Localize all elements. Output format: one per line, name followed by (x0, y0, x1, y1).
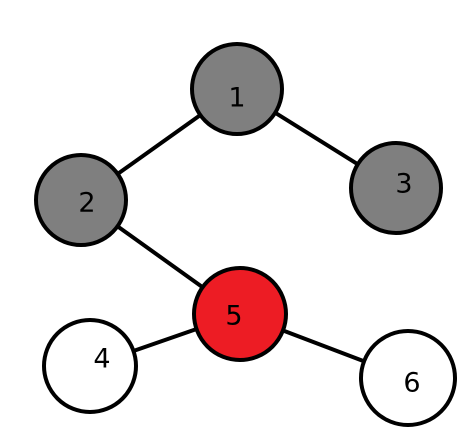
node-label-3: 3 (395, 169, 412, 200)
node-label-4: 4 (93, 344, 110, 375)
node-circle-5 (192, 266, 288, 362)
edge-1-2 (114, 111, 204, 178)
edge-2-5 (113, 223, 207, 291)
node-label-5: 5 (225, 301, 242, 332)
node-label-2: 2 (78, 188, 95, 219)
node-circle-3 (349, 141, 443, 235)
node-2: 2 (34, 153, 128, 247)
nodes-layer: 1 2 3 4 5 6 (34, 42, 457, 427)
node-label-1: 1 (228, 83, 245, 114)
node-5: 5 (192, 266, 288, 362)
node-3: 3 (349, 141, 443, 235)
edge-5-6 (279, 327, 368, 364)
node-circle-1 (190, 42, 284, 136)
node-circle-6 (359, 329, 457, 427)
edges-layer (113, 109, 368, 364)
edge-1-3 (271, 109, 362, 168)
node-6: 6 (359, 329, 457, 427)
node-circle-4 (42, 318, 138, 414)
node-1: 1 (190, 42, 284, 136)
edge-5-4 (129, 326, 201, 354)
node-label-6: 6 (403, 368, 420, 399)
node-circle-2 (34, 153, 128, 247)
node-4: 4 (42, 318, 138, 414)
